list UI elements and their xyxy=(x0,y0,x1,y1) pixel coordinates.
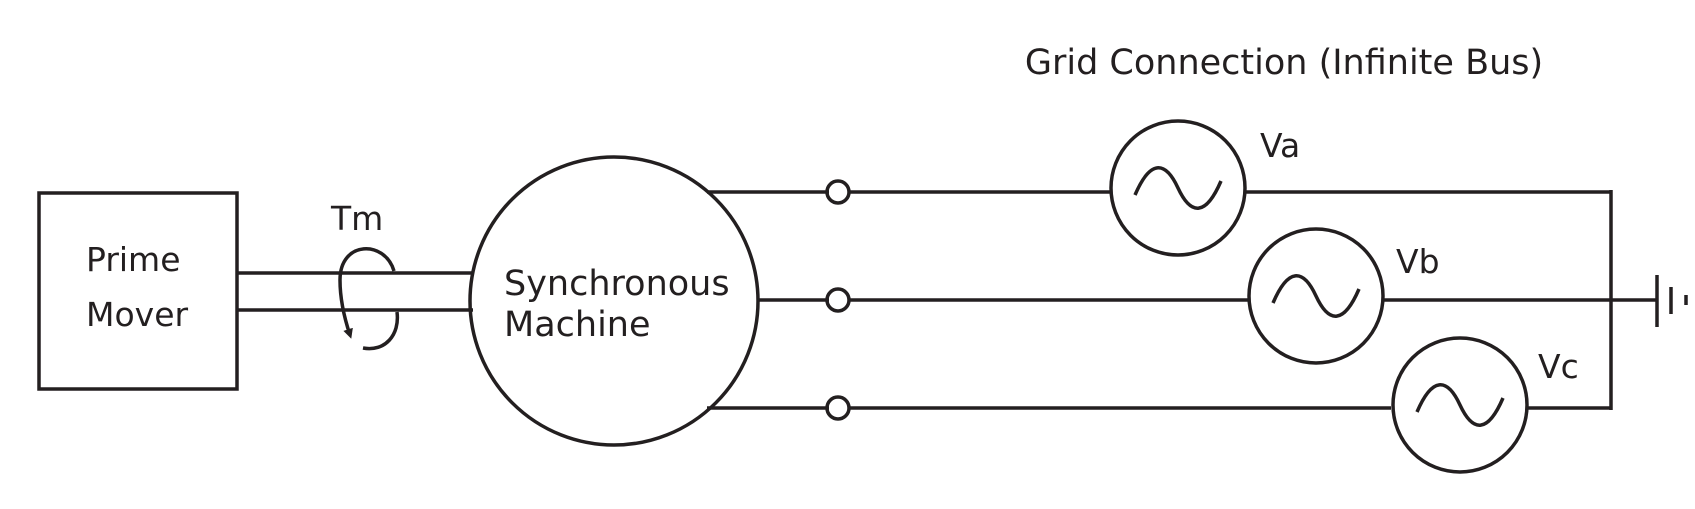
torque-arrow-icon xyxy=(338,247,400,351)
sine-wave-icon xyxy=(1133,166,1223,210)
torque-label: Tm xyxy=(330,199,383,238)
source-a-label: Va xyxy=(1260,126,1300,165)
voltage-source-c xyxy=(1391,336,1529,474)
terminal-a xyxy=(825,179,851,205)
source-b-label: Vb xyxy=(1396,242,1440,281)
voltage-source-a xyxy=(1109,119,1247,257)
prime-mover-label-line1: Prime xyxy=(86,240,181,279)
prime-mover-label-line2: Mover xyxy=(86,295,188,334)
phase-a-line xyxy=(707,179,1611,205)
sine-wave-icon xyxy=(1271,274,1361,318)
shaft xyxy=(237,271,473,312)
prime-mover-box xyxy=(37,191,239,391)
voltage-source-b xyxy=(1247,227,1385,365)
source-c-label: Vc xyxy=(1538,347,1579,386)
machine-label-line2: Machine xyxy=(504,305,651,345)
phase-c-line xyxy=(707,395,1611,421)
terminal-b xyxy=(825,287,851,313)
machine-label-line1: Synchronous xyxy=(504,264,730,304)
terminal-c xyxy=(825,395,851,421)
synchronous-machine: Synchronous Machine xyxy=(468,155,760,447)
phase-b-line xyxy=(757,287,1657,313)
sine-wave-icon xyxy=(1415,383,1505,427)
prime-mover: Prime Mover xyxy=(37,191,239,391)
grid-connection-title: Grid Connection (Infinite Bus) xyxy=(1025,43,1543,83)
ground-icon xyxy=(1655,275,1688,327)
